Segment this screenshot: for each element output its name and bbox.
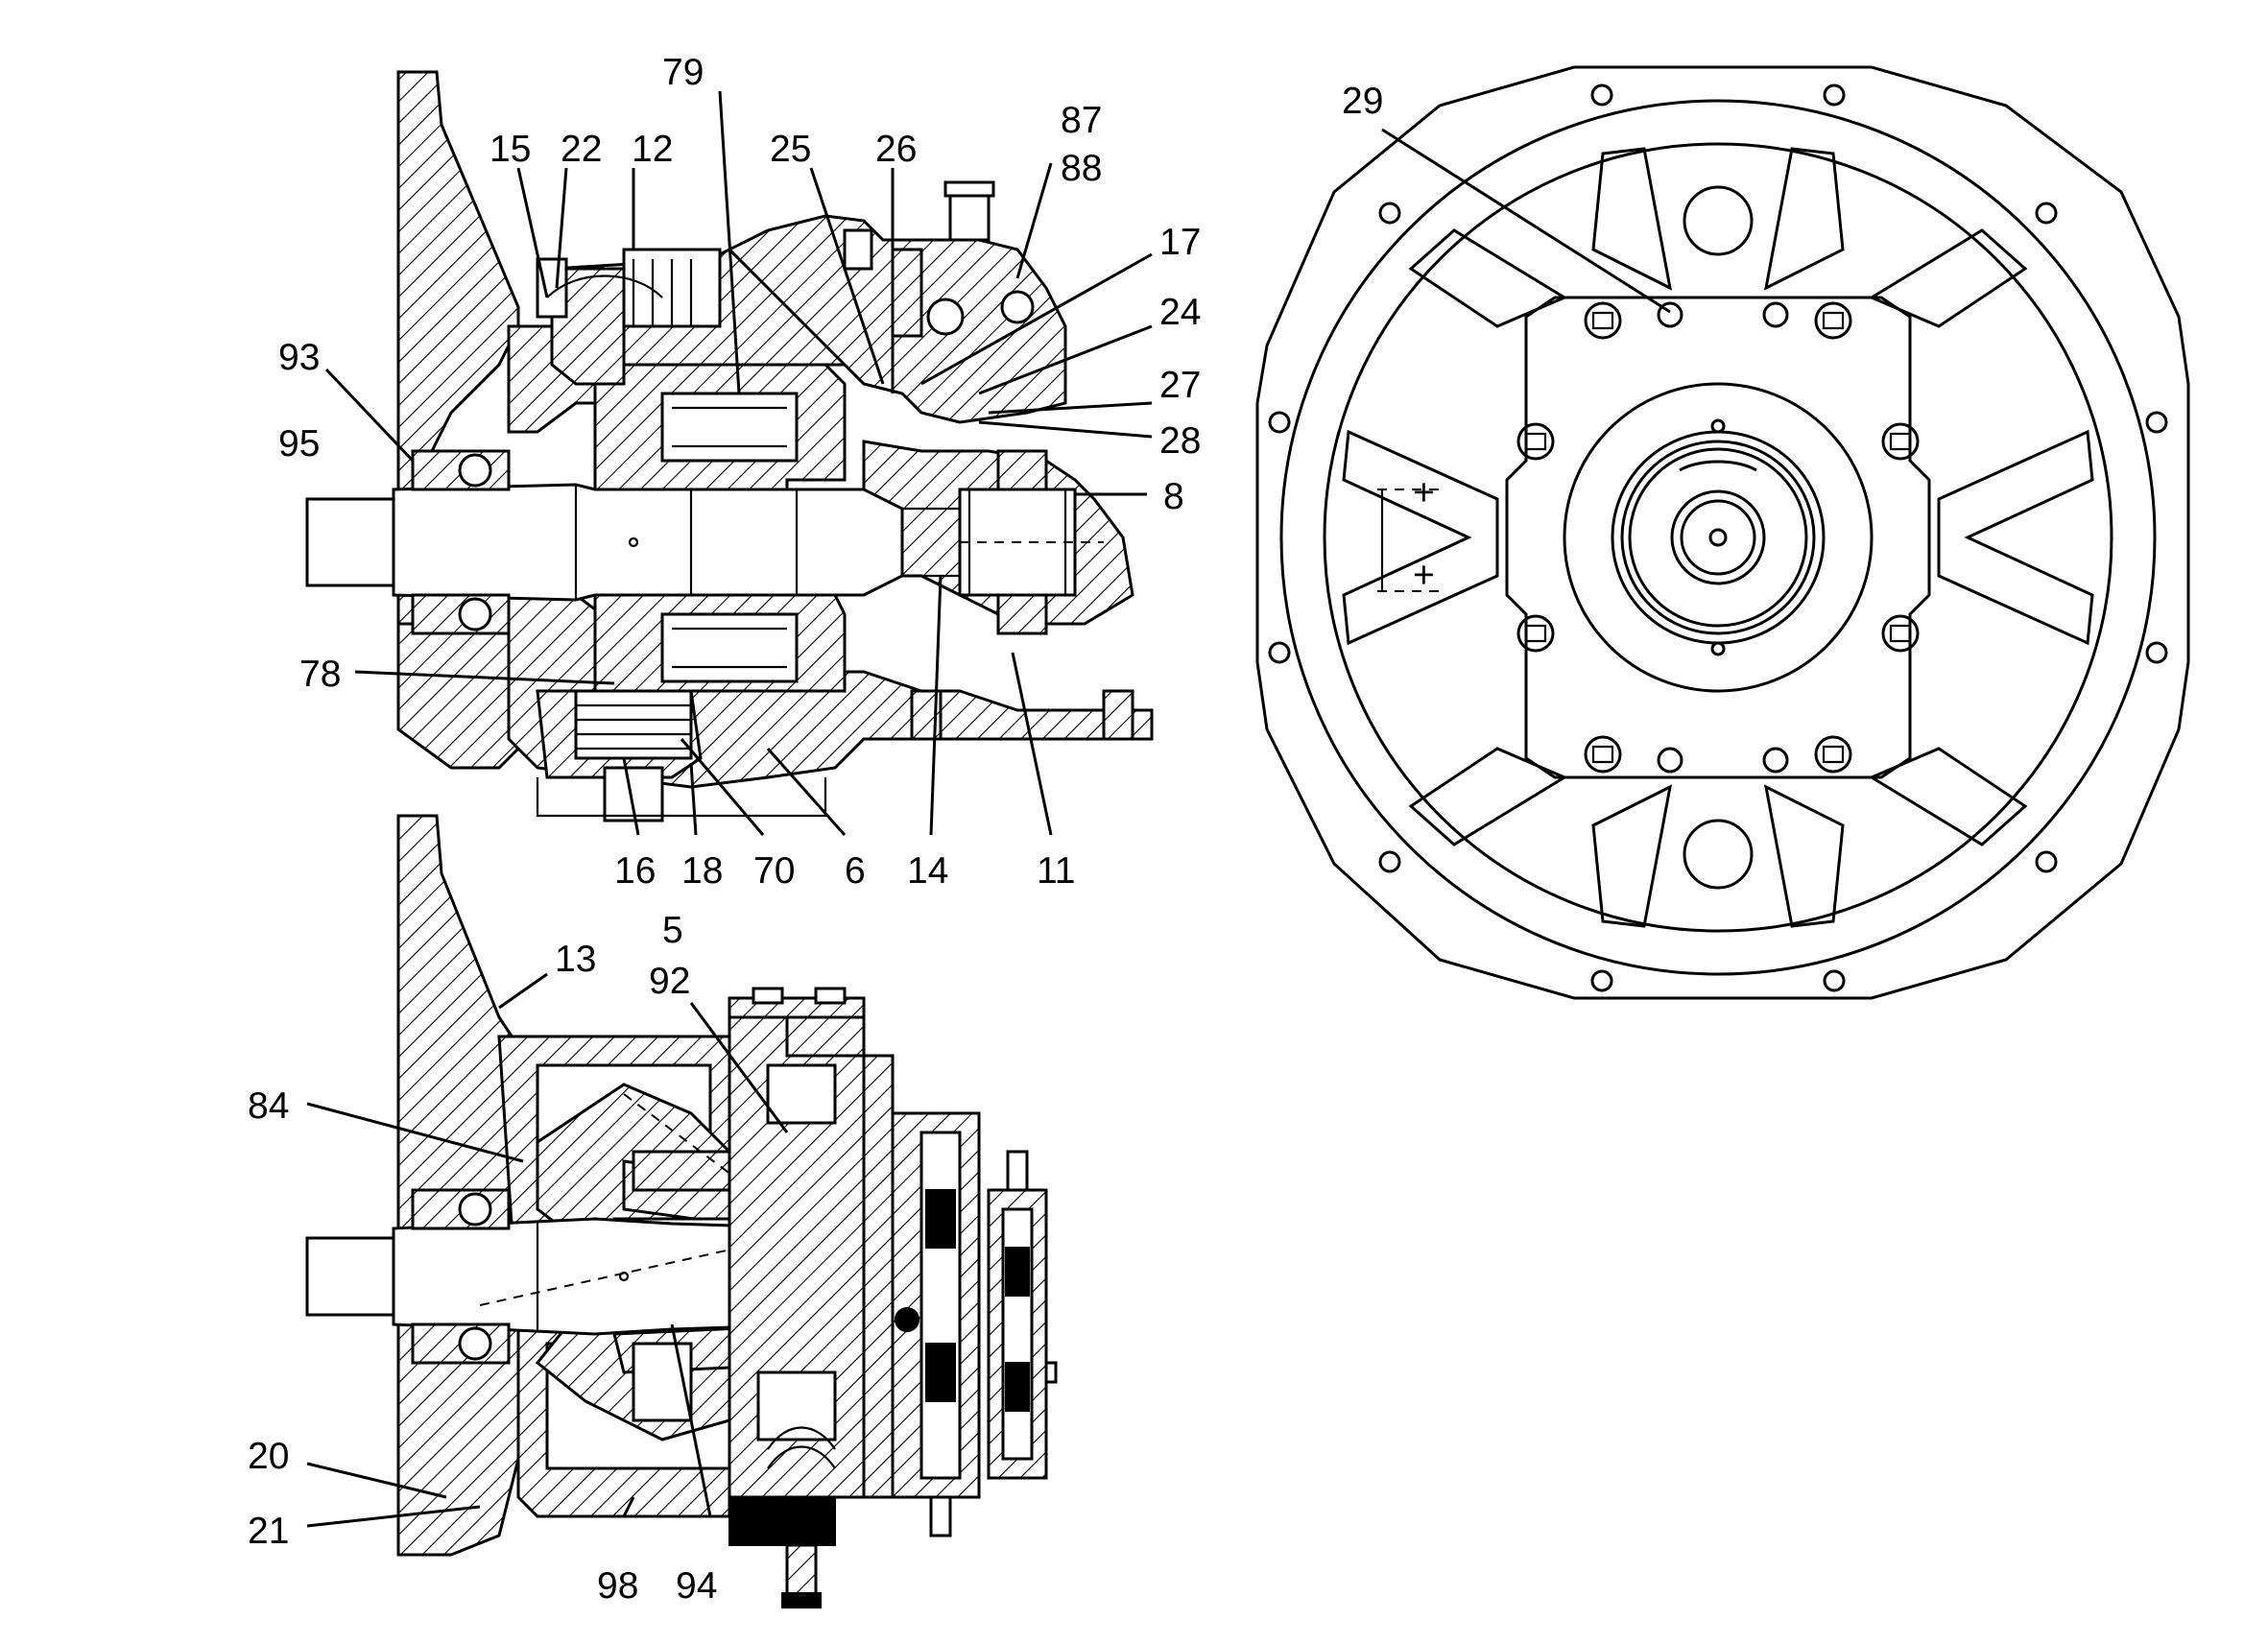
- lower-section-view: [305, 814, 1058, 1608]
- label-18: 18: [681, 850, 723, 892]
- flange-holes: [1268, 83, 2168, 992]
- label-11: 11: [1037, 850, 1076, 892]
- label-21: 21: [248, 1511, 289, 1552]
- end-bolts: [1516, 301, 1920, 774]
- label-16: 16: [614, 850, 656, 892]
- label-20: 20: [248, 1436, 289, 1477]
- leader-lines: [306, 90, 1671, 1528]
- label-70: 70: [753, 850, 795, 892]
- label-13: 13: [555, 939, 596, 980]
- callout-labels: 79 87 88 15 22 12 25 26 17 24 27 28 93 9…: [248, 52, 1383, 1607]
- label-25: 25: [770, 129, 811, 170]
- label-5: 5: [662, 910, 683, 951]
- label-22: 22: [561, 129, 602, 170]
- upper-section-view: [305, 70, 1154, 822]
- label-94: 94: [676, 1565, 717, 1607]
- label-88: 88: [1061, 148, 1102, 189]
- label-87: 87: [1061, 100, 1102, 141]
- label-84: 84: [248, 1085, 289, 1127]
- label-93: 93: [278, 337, 320, 378]
- svg-text:+: +: [1413, 555, 1435, 596]
- flange-end-view: + +: [1255, 65, 2190, 1000]
- label-26: 26: [875, 129, 917, 170]
- svg-text:+: +: [1413, 472, 1435, 513]
- label-78: 78: [299, 654, 341, 695]
- label-29: 29: [1342, 81, 1383, 122]
- label-12: 12: [632, 129, 673, 170]
- label-95: 95: [278, 423, 320, 465]
- label-14: 14: [907, 850, 948, 892]
- label-27: 27: [1159, 365, 1201, 406]
- label-17: 17: [1159, 222, 1201, 263]
- label-15: 15: [489, 129, 531, 170]
- label-8: 8: [1163, 476, 1184, 517]
- label-79: 79: [662, 52, 704, 93]
- label-92: 92: [649, 961, 690, 1002]
- label-98: 98: [597, 1565, 638, 1607]
- label-28: 28: [1159, 420, 1201, 462]
- label-6: 6: [845, 850, 866, 892]
- label-24: 24: [1159, 292, 1201, 333]
